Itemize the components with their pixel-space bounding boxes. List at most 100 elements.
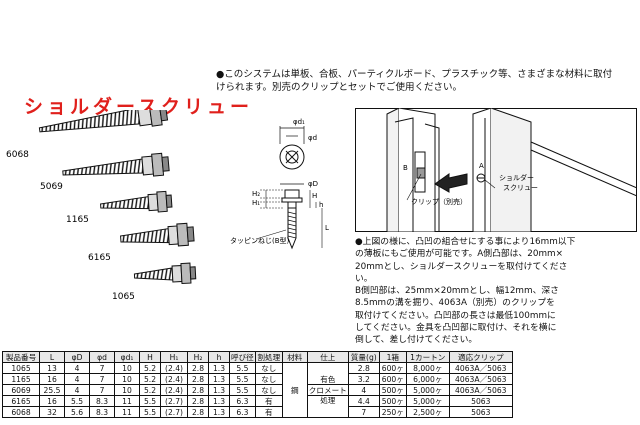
dim-H2: H₂	[252, 190, 260, 198]
dim-phi-d1: φd₁	[293, 118, 305, 126]
cell: 5,000ヶ	[405, 384, 450, 396]
col-header: 製品番号	[2, 351, 40, 363]
screw-6165-icon	[120, 222, 195, 247]
cell: 4	[64, 362, 90, 374]
table-row: 6069 25.5 4 7 10 5.2 (2.4) 2.8 1.3 5.5 な…	[2, 384, 513, 396]
col-header: φd₁	[114, 351, 140, 363]
label-clip: クリップ（別売）	[411, 197, 467, 206]
dim-phi-D: φD	[308, 180, 318, 188]
cell: 1.3	[208, 384, 230, 396]
cell: 6.3	[229, 406, 256, 418]
dim-H: H	[312, 192, 317, 200]
col-header: H₁	[160, 351, 188, 363]
cell: 10	[114, 384, 140, 396]
note-line: 取付けてください。凸凹部の長さは最低100mmに	[355, 310, 556, 321]
dim-thread-label: タッピンねじ(B型)	[230, 236, 290, 245]
cell: 6165	[2, 395, 40, 407]
cell: 500ヶ	[378, 384, 407, 396]
dim-phi-d: φd	[308, 134, 317, 142]
cell: 5.5	[229, 384, 256, 396]
note-line: 20mmとし、ショルダースクリューを取付けてくださ	[355, 261, 568, 272]
screw-label-6165: 6165	[88, 253, 111, 263]
cell: 7	[347, 406, 380, 418]
cell: 1.3	[208, 362, 230, 374]
cell: 7	[89, 362, 115, 374]
cell: 3.2	[347, 373, 380, 385]
cell: 6069	[2, 384, 40, 396]
dim-h: h	[319, 201, 323, 209]
col-header: φd	[89, 351, 115, 363]
screws-illustration: 6068 5069 1165 6165 1065	[6, 110, 197, 302]
screw-6068-icon	[38, 110, 169, 133]
finish-top: 有色	[320, 375, 336, 384]
cell: 2.8	[187, 395, 209, 407]
cell-finish-mid: クロメート	[306, 384, 349, 396]
cell: 16	[39, 395, 65, 407]
cell: 有	[254, 406, 283, 418]
cell: (2.7)	[160, 406, 188, 418]
col-header: 1箱	[378, 351, 407, 363]
cell: 600ヶ	[378, 362, 407, 374]
cell: 4063A／5063	[448, 384, 513, 396]
cell: 1.3	[208, 395, 230, 407]
col-header: 材料	[281, 351, 308, 363]
col-header: H	[139, 351, 161, 363]
screw-5069-icon	[62, 152, 170, 177]
label-B: B	[403, 164, 408, 172]
screw-label-5069: 5069	[40, 182, 63, 192]
cell: 4063A／5063	[448, 362, 513, 374]
installation-diagram: B A クリップ（別売） ショルダー スクリュー	[355, 108, 637, 232]
cell: 2.8	[347, 362, 380, 374]
cell: 有	[254, 395, 283, 407]
cell: (2.7)	[160, 395, 188, 407]
dimension-diagram: φd₁ φd φD H₂ H₁ H h L タッピンねじ(B型)	[230, 118, 329, 250]
cell: 5.5	[229, 362, 256, 374]
cell: 4063A／5063	[448, 373, 513, 385]
table-header-row: 製品番号 L φD φd φd₁ H H₁ H₂ h 呼び径 割処理 材料 仕上…	[2, 351, 513, 363]
cell: 2.8	[187, 406, 209, 418]
col-header: 質量(g)	[347, 351, 380, 363]
intro-line-2: けられます。別売のクリップとセットでご使用ください。	[216, 82, 463, 93]
screw-label-6068: 6068	[6, 150, 29, 160]
col-header: L	[39, 351, 65, 363]
cell: 10	[114, 373, 140, 385]
note-line: い。	[355, 273, 373, 284]
cell: なし	[254, 373, 283, 385]
note-line: の薄板にもご使用が可能です。A側凸部は、20mm×	[355, 249, 563, 260]
cell: 5.2	[139, 362, 161, 374]
screw-1165-icon	[100, 190, 173, 213]
cell: 10	[114, 362, 140, 374]
cell: なし	[254, 362, 283, 374]
col-header: 適応クリップ	[448, 351, 513, 363]
cell: 5.5	[139, 395, 161, 407]
cell: 4	[347, 384, 380, 396]
col-header: 呼び径	[229, 351, 256, 363]
cell: (2.4)	[160, 373, 188, 385]
cell: 5063	[448, 406, 513, 418]
cell: 5,000ヶ	[405, 395, 450, 407]
cell: (2.4)	[160, 384, 188, 396]
label-A: A	[479, 162, 484, 170]
col-header: 仕上	[306, 351, 349, 363]
cell: 600ヶ	[378, 373, 407, 385]
cell: 1165	[2, 373, 40, 385]
cell: 7	[89, 384, 115, 396]
table-row: 6165 16 5.5 8.3 11 5.5 (2.7) 2.8 1.3 6.3…	[2, 395, 513, 418]
product-title: ショルダースクリュー	[24, 96, 254, 118]
cell: 16	[39, 373, 65, 385]
spec-table: 製品番号 L φD φd φd₁ H H₁ H₂ h 呼び径 割処理 材料 仕上…	[2, 351, 513, 418]
cell: なし	[254, 384, 283, 396]
cell: 8.3	[89, 395, 115, 407]
note-line: ●上図の様に、凸凹の組合せにする事により16mm以下	[355, 237, 576, 247]
cell: 5.5	[139, 406, 161, 418]
table-row: 6068 32 5.6 8.3 11 5.5 (2.7) 2.8 1.3 6.3…	[2, 406, 513, 418]
cell: 11	[114, 395, 140, 407]
col-header: h	[208, 351, 230, 363]
cell: 1.3	[208, 406, 230, 418]
cell: 6,000ヶ	[405, 373, 450, 385]
cell: 5.5	[229, 373, 256, 385]
cell: 8,000ヶ	[405, 362, 450, 374]
cell: 25.5	[39, 384, 65, 396]
cell: 2.8	[187, 362, 209, 374]
dim-L: L	[325, 224, 329, 232]
